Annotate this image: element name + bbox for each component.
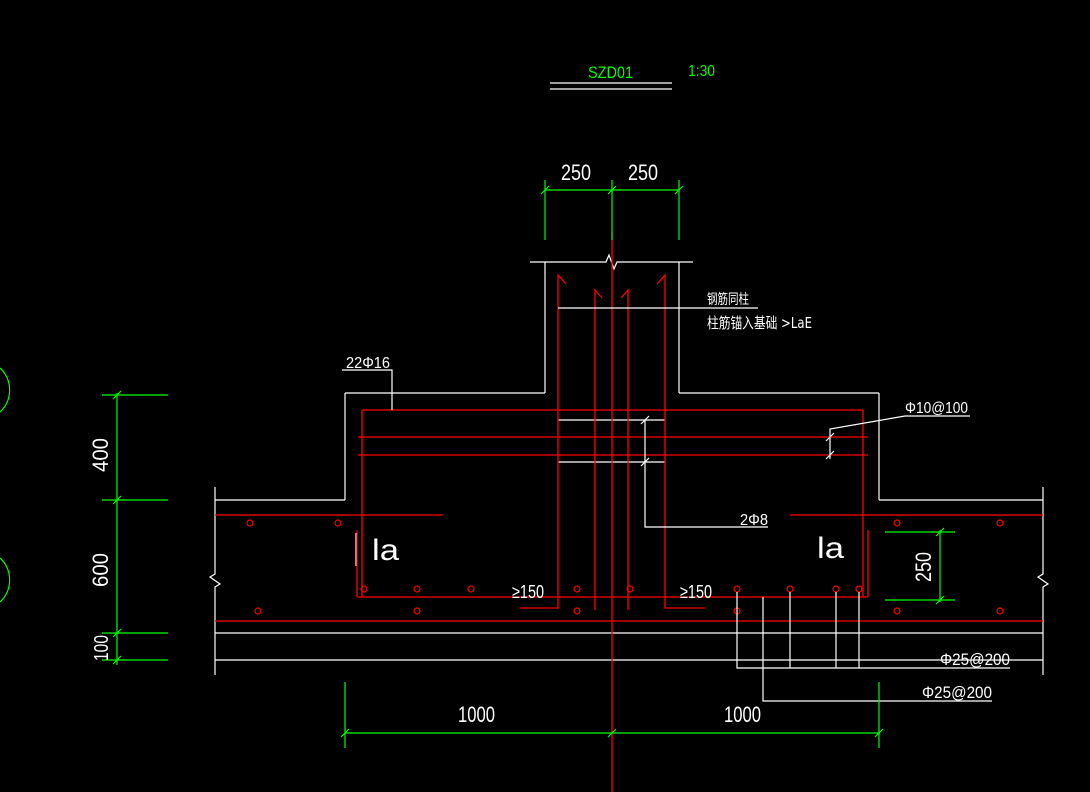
column-note-line-1: 钢筋同柱 [707, 291, 749, 308]
dim-label-cushion-depth: 100 [91, 635, 113, 661]
column-bar-outer-right [656, 273, 705, 609]
stirrups-label: Φ10@100 [905, 400, 968, 417]
dim-tick [607, 728, 617, 738]
dim-label-column-right: 250 [628, 160, 658, 185]
bottom-bars-lower-leader [762, 597, 992, 702]
dim-tick [674, 185, 684, 195]
axis-bubble-arc [0, 367, 11, 413]
stirrups-leader [829, 415, 970, 459]
bottom-bars-upper-label: Φ25@200 [940, 650, 1010, 669]
dim-tick [935, 595, 945, 605]
dim-label-span-left: 1000 [458, 702, 495, 727]
dim-tick [607, 185, 617, 195]
slab-break-right [1036, 487, 1050, 675]
tie-bars-label: 2Φ8 [740, 512, 768, 529]
rebar-dot [254, 607, 262, 615]
title-block [550, 82, 672, 90]
dim-tick [112, 390, 122, 400]
dim-label-column-left: 250 [561, 160, 591, 185]
drawing-title: SZD01 [588, 63, 633, 82]
rebar-dot [893, 607, 901, 615]
rebar-dot [626, 585, 634, 593]
rebar-dot [246, 519, 254, 527]
column-bar-inner-right [620, 288, 629, 610]
rebar-dot [996, 519, 1004, 527]
dim-label-bar-offset: 250 [911, 552, 936, 582]
dim-label-cap-depth: 400 [88, 438, 113, 472]
bottom-bars-lower-label: Φ25@200 [922, 683, 992, 702]
reinforcement [215, 232, 1043, 792]
drawing-scale: 1:30 [688, 63, 715, 80]
rebar-dot [573, 585, 581, 593]
cap-top-bars-label: 22Φ16 [346, 355, 390, 372]
annotations: SZD01 1:30 250 250 钢筋同柱 柱筋锚入基础 >LaE 22Φ1… [88, 63, 1010, 727]
rebar-dot [467, 585, 475, 593]
anchorage-label-right: la [817, 532, 844, 565]
concrete-outline [208, 253, 1050, 675]
rebar-dot [893, 519, 901, 527]
dim-tick [112, 628, 122, 638]
dim-label-span-right: 1000 [724, 702, 761, 727]
tie-bars-leader [644, 420, 768, 528]
anchorage-label-left: la [372, 534, 399, 567]
column-bar-inner-left [594, 288, 603, 610]
rebar-dot [573, 607, 581, 615]
dim-tick [540, 185, 550, 195]
dimension-lines [102, 180, 955, 748]
rebar-dot [360, 585, 368, 593]
leader-lines [342, 307, 1010, 702]
rebar-dot [413, 607, 421, 615]
stirrups-leader-tick [825, 450, 835, 460]
rebar-dot [413, 585, 421, 593]
dim-tick [340, 728, 350, 738]
column-note-line-2: 柱筋锚入基础 >LaE [707, 314, 812, 332]
rebar-dot [334, 519, 342, 527]
column-bar-outer-left [520, 273, 567, 609]
tie-bars-leader-tick [640, 415, 650, 425]
dim-label-slab-depth: 600 [88, 553, 113, 587]
tie-bars-leader-tick [640, 457, 650, 467]
axis-bubbles [0, 367, 11, 603]
dim-tick [874, 728, 884, 738]
dim-tick [935, 527, 945, 537]
hook-label-right: ≥150 [680, 582, 712, 602]
rebar-dot [996, 607, 1004, 615]
dim-tick [112, 495, 122, 505]
stirrups-leader-tick [825, 432, 835, 442]
axis-bubble-arc [0, 557, 11, 603]
cap-top-bars-leader [342, 369, 393, 410]
bottom-bars-upper-leader [736, 592, 1010, 669]
hook-label-left: ≥150 [512, 582, 544, 602]
slab-break-left [208, 487, 222, 675]
dim-tick [112, 655, 122, 665]
